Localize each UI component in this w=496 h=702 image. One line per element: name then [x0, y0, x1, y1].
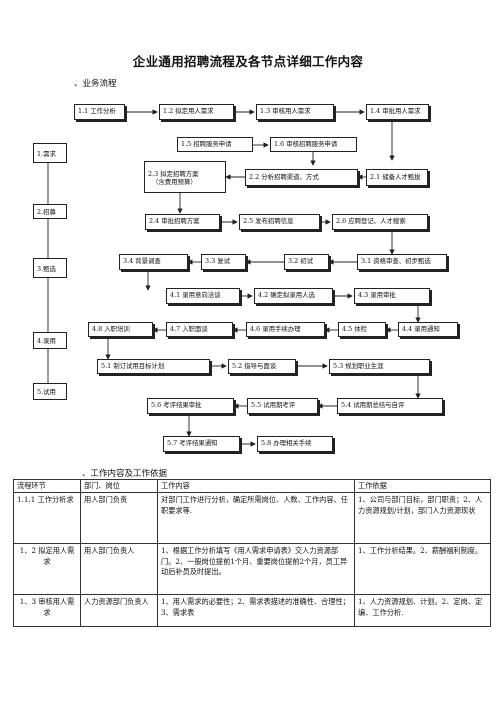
step-3-2: 3.2 初试: [284, 254, 329, 270]
work-content-table: 流程环节 部门、岗位 工作内容 工作依据 1.1.1 工作分析求 用人部门负责 …: [13, 478, 491, 628]
step-2-5: 2.5 发布招聘信息: [239, 214, 320, 230]
cell-dept: 人力资源部门负责人: [80, 594, 158, 628]
cell-content: 1、用人需求的必要性；2、需求表描述的准确性、合理性；3、需求表: [157, 594, 355, 628]
stage-select: 3.甄选: [33, 258, 67, 278]
cell-content: 对部门工作进行分析，确定所需岗位、人数、工作内容、任职要求等.: [157, 492, 355, 545]
step-5-1: 5.1 制订试用目标计划: [97, 359, 210, 374]
table-row: 1.1.1 工作分析求 用人部门负责 对部门工作进行分析，确定所需岗位、人数、工…: [13, 492, 491, 545]
cell-dept: 用人部门负责人: [80, 543, 158, 596]
flowchart-connectors: [47, 109, 421, 447]
step-2-3-line1: 2.3 拟定招聘方案: [148, 169, 199, 178]
header-dept: 部门、岗位: [80, 478, 158, 494]
step-2-1: 2.1 储备人才甄拔: [366, 169, 428, 186]
step-5-4: 5.4 试用期总结与自评: [337, 398, 443, 414]
step-2-2: 2.2 分析招聘渠道、方式: [245, 169, 358, 186]
cell-step: 1.1.1 工作分析求: [13, 492, 81, 545]
step-2-4: 2.4 审批招聘方案: [145, 214, 220, 230]
cell-dept: 用人部门负责: [80, 492, 158, 545]
step-4-6: 4.6 录用手续办理: [246, 322, 325, 337]
cell-basis: 1、工作分析结果。2、薪酬福利制度。: [354, 543, 491, 596]
stage-probation: 5.试用: [33, 383, 67, 400]
step-5-7: 5.7 考评结果通知: [163, 436, 240, 452]
step-5-2: 5.2 指导与面谈: [228, 359, 296, 374]
step-1-4: 1.4 审批用人需求: [366, 104, 429, 120]
step-4-3: 4.3 录用审批: [354, 288, 430, 304]
step-1-5: 1.5 招聘服务申请: [177, 137, 253, 152]
header-step: 流程环节: [13, 478, 81, 494]
step-4-7: 4.7 入职面谈: [166, 322, 233, 337]
table-row: 1、2 拟定用人需求 用人部门负责人 1、根据工作分析填写《用人需求申请表》交人…: [13, 543, 491, 596]
stage-hire: 4.录用: [33, 332, 67, 349]
table-header-row: 流程环节 部门、岗位 工作内容 工作依据: [13, 478, 491, 494]
cell-step: 1、2 拟定用人需求: [13, 543, 81, 596]
stage-need: 1.需求: [33, 143, 67, 163]
step-1-2: 1.2 拟定用人需求: [159, 104, 234, 120]
header-content: 工作内容: [157, 478, 355, 494]
step-5-3: 5.3 规划职业生涯: [329, 359, 430, 374]
page-title: 企业通用招聘流程及各节点详细工作内容: [132, 54, 364, 69]
step-5-5: 5.5 试用期考评: [247, 398, 318, 414]
step-3-4: 3.4 背景调查: [119, 254, 188, 270]
step-2-3-line2: （含费用预算）: [152, 177, 197, 186]
step-1-6: 1.6 审核招聘服务申请: [270, 137, 357, 152]
cell-content: 1、根据工作分析填写《用人需求申请表》交人力资源部门。2、一般岗位提前1个月、重…: [157, 543, 355, 596]
step-5-6: 5.6 考评结果审批: [147, 398, 234, 414]
cell-basis: 1、公司与部门目标，部门职责；2、人力资源规划/计划，部门人力资源现状: [354, 492, 491, 545]
step-3-3: 3.3 复试: [201, 254, 246, 270]
cell-step: 1、3 审核用人需求: [13, 594, 81, 628]
step-4-1: 4.1 录用意向洽谈: [166, 288, 240, 304]
step-4-8: 4.8 入职培训: [88, 322, 153, 337]
header-basis: 工作依据: [354, 478, 491, 494]
step-1-3: 1.3 审核用人需求: [256, 104, 334, 120]
step-4-4: 4.4 录用通知: [398, 322, 458, 337]
section-heading-content: 、工作内容及工作依据: [82, 469, 168, 479]
table-row: 1、3 审核用人需求 人力资源部门负责人 1、用人需求的必要性；2、需求表描述的…: [13, 594, 491, 628]
section-heading-process: 、业务流程: [74, 79, 117, 89]
step-5-8: 5.8 办理相关手续: [257, 436, 333, 452]
cell-basis: 1、人力资源规划、计划。2、定岗、定编、工作分析.: [354, 594, 491, 628]
step-4-5: 4.5 体检: [338, 322, 386, 337]
step-1-1: 1.1 工作分析: [74, 104, 125, 120]
step-2-6: 2.6 应聘登记、人才搜索: [332, 214, 428, 230]
step-3-1: 3.1 资格审查、初步甄选: [357, 254, 447, 270]
stage-recruit: 2.招募: [33, 204, 67, 219]
step-4-2: 4.2 确定拟录用人选: [254, 288, 333, 304]
step-2-3: 2.3 拟定招聘方案 （含费用预算）: [144, 161, 226, 193]
